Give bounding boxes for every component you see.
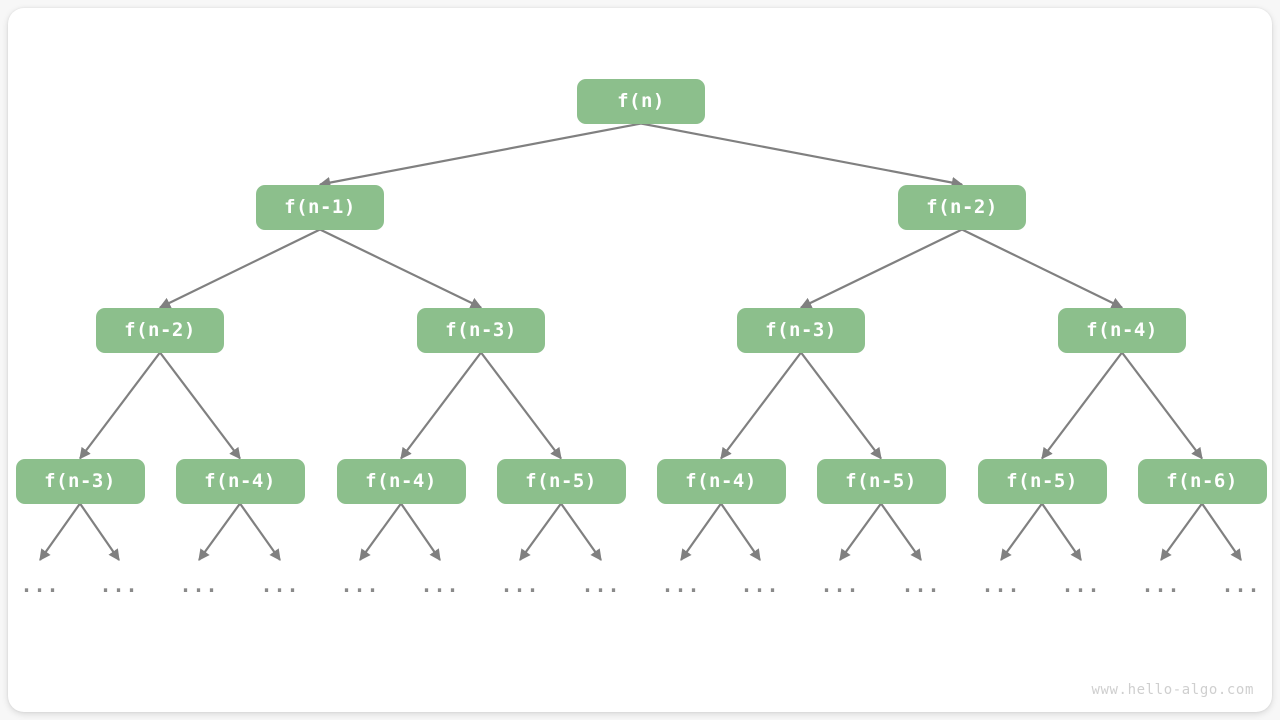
edge-n3-to-n7 <box>79 351 161 460</box>
tree-node-n10[interactable]: f(n-5) <box>496 458 626 504</box>
edge-n14-to-ellipsis-15 <box>1201 502 1242 561</box>
edge-n0-to-n2 <box>640 122 964 189</box>
tree-node-n12[interactable]: f(n-5) <box>816 458 946 504</box>
edge-n13-to-ellipsis-13 <box>1041 502 1082 561</box>
edge-n4-to-n9 <box>400 351 482 460</box>
edge-n11-to-ellipsis-8 <box>680 502 722 561</box>
edge-n12-to-ellipsis-10 <box>839 502 882 561</box>
tree-node-n9[interactable]: f(n-4) <box>336 458 466 504</box>
tree-node-n4[interactable]: f(n-3) <box>417 307 545 353</box>
edge-n10-to-ellipsis-7 <box>560 502 602 561</box>
tree-node-n2[interactable]: f(n-2) <box>898 184 1026 230</box>
ellipsis-0: ... <box>20 573 60 597</box>
tree-node-n5[interactable]: f(n-3) <box>737 307 865 353</box>
ellipsis-12: ... <box>981 573 1021 597</box>
edge-n4-to-n10 <box>480 351 562 460</box>
ellipsis-2: ... <box>179 573 219 597</box>
edge-group <box>79 122 1203 460</box>
edge-n8-to-ellipsis-2 <box>198 502 241 561</box>
tree-node-n0[interactable]: f(n) <box>577 78 705 124</box>
edge-n14-to-ellipsis-14 <box>1160 502 1203 561</box>
edge-n2-to-n6 <box>961 228 1124 309</box>
edge-n6-to-n14 <box>1121 351 1203 460</box>
edge-n2-to-n5 <box>799 228 963 309</box>
ellipsis-14: ... <box>1141 573 1181 597</box>
ellipsis-10: ... <box>820 573 860 597</box>
edge-n0-to-n1 <box>318 122 642 189</box>
tree-node-n3[interactable]: f(n-2) <box>96 307 224 353</box>
ellipsis-13: ... <box>1061 573 1101 597</box>
tree-node-n14[interactable]: f(n-6) <box>1137 458 1267 504</box>
ellipsis-4: ... <box>340 573 380 597</box>
edge-n5-to-n12 <box>800 351 882 460</box>
ellipsis-6: ... <box>500 573 540 597</box>
tree-node-n7[interactable]: f(n-3) <box>15 458 145 504</box>
edge-n9-to-ellipsis-5 <box>400 502 441 561</box>
tree-node-n13[interactable]: f(n-5) <box>977 458 1107 504</box>
ellipsis-8: ... <box>661 573 701 597</box>
diagram-card <box>8 8 1272 712</box>
ellipsis-5: ... <box>420 573 460 597</box>
edge-n5-to-n11 <box>720 351 802 460</box>
edge-n12-to-ellipsis-11 <box>880 502 922 561</box>
tree-node-n1[interactable]: f(n-1) <box>256 184 384 230</box>
ellipsis-15: ... <box>1221 573 1261 597</box>
ellipsis-1: ... <box>99 573 139 597</box>
edge-n11-to-ellipsis-9 <box>720 502 761 561</box>
tree-node-n8[interactable]: f(n-4) <box>175 458 305 504</box>
edge-n1-to-n4 <box>319 228 483 309</box>
tree-node-n6[interactable]: f(n-4) <box>1058 307 1186 353</box>
edge-n3-to-n8 <box>159 351 241 460</box>
leaf-stub-arrow-group <box>39 502 1242 561</box>
ellipsis-11: ... <box>901 573 941 597</box>
ellipsis-7: ... <box>581 573 621 597</box>
edge-n13-to-ellipsis-12 <box>1000 502 1043 561</box>
tree-node-n11[interactable]: f(n-4) <box>656 458 786 504</box>
watermark: www.hello-algo.com <box>1091 682 1254 698</box>
edge-n10-to-ellipsis-6 <box>519 502 562 561</box>
edge-n8-to-ellipsis-3 <box>239 502 281 561</box>
edge-n6-to-n13 <box>1041 351 1123 460</box>
edge-n7-to-ellipsis-1 <box>79 502 120 561</box>
ellipsis-9: ... <box>740 573 780 597</box>
edge-n9-to-ellipsis-4 <box>359 502 402 561</box>
edge-n1-to-n3 <box>158 228 321 309</box>
ellipsis-3: ... <box>260 573 300 597</box>
edge-n7-to-ellipsis-0 <box>39 502 81 561</box>
